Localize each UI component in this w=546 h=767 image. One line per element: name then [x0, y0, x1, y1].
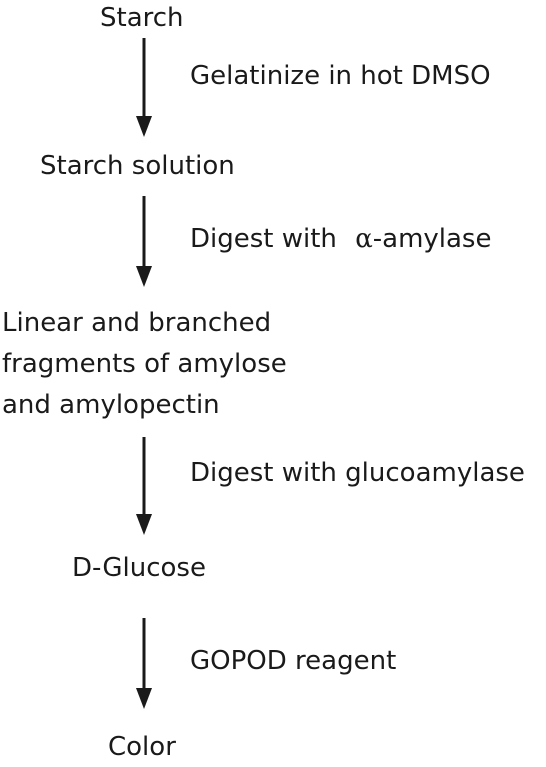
step-label-digest-prefix: Digest with — [190, 224, 346, 254]
node-fragments-line-3: and amylopectin — [2, 390, 220, 420]
node-starch-solution: Starch solution — [40, 151, 235, 181]
arrow-head — [136, 514, 152, 535]
alpha-symbol: α — [355, 224, 373, 254]
step-label-amylase-suffix: -amylase — [372, 224, 492, 254]
arrow-starch-to-solution — [136, 38, 152, 137]
step-label-gopod: GOPOD reagent — [190, 646, 397, 676]
step-label-gelatinize: Gelatinize in hot DMSO — [190, 61, 491, 91]
arrow-glucose-to-color — [136, 618, 152, 709]
node-fragments-line-1: Linear and branched — [2, 308, 272, 338]
arrow-fragments-to-glucose — [136, 437, 152, 535]
step-label-digest-glucoamylase: Digest with glucoamylase — [190, 458, 525, 488]
step-label-digest-alpha-amylase: Digest with α-amylase — [190, 222, 491, 256]
node-d-glucose: D-Glucose — [72, 553, 206, 583]
node-starch: Starch — [100, 3, 184, 33]
arrow-head — [136, 266, 152, 287]
node-color: Color — [108, 732, 176, 762]
node-fragments: Linear and branched fragments of amylose… — [2, 303, 287, 426]
arrow-solution-to-fragments — [136, 196, 152, 287]
arrow-head — [136, 116, 152, 137]
node-fragments-line-2: fragments of amylose — [2, 349, 287, 379]
arrow-head — [136, 688, 152, 709]
